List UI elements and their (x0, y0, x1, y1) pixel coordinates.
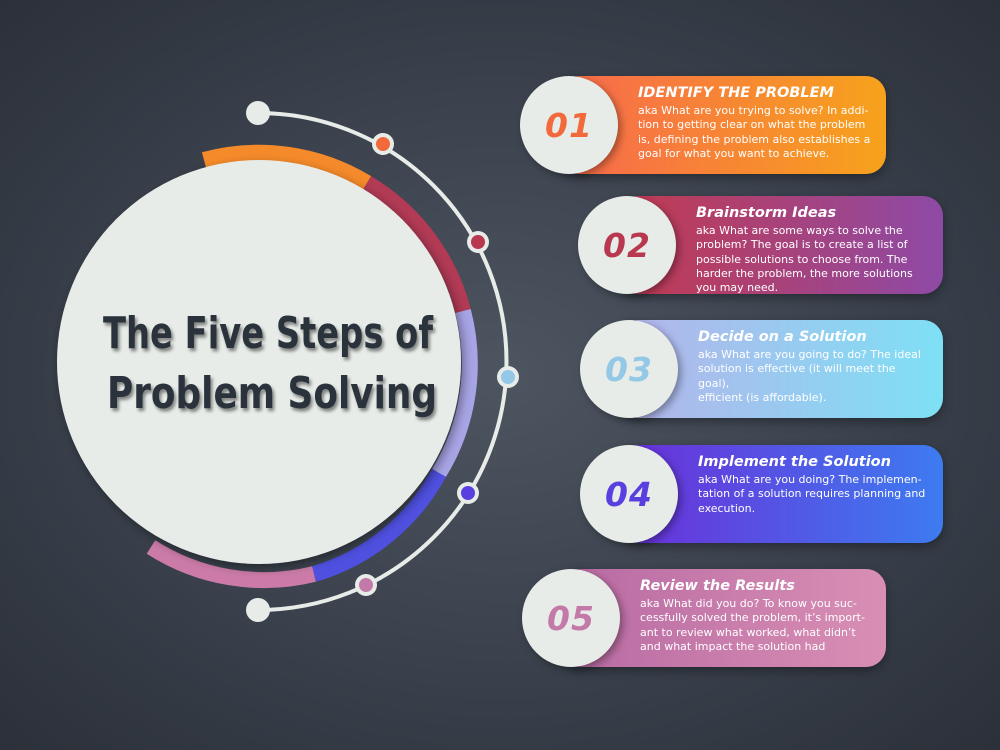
step-number-badge: 02 (578, 196, 676, 294)
step-title: Review the Results (640, 578, 795, 594)
step-description-line: harder the problem, the more solutions (696, 266, 913, 280)
step-title: Decide on a Solution (698, 329, 867, 345)
step-description-line: aka What are you doing? The implemen- (698, 473, 922, 486)
step-description-line: possible solutions to choose from. The (696, 252, 908, 266)
step-number-badge: 01 (520, 76, 618, 174)
step-marker-dot (376, 137, 390, 151)
step-number-badge: 04 (580, 445, 678, 543)
step-title: IDENTIFY THE PROBLEM (638, 85, 834, 101)
title-line-2: Problem Solving (107, 368, 437, 419)
step-card-text: Implement the Solution aka What are you d… (698, 453, 929, 516)
step-description: aka What are you doing? The implemen-tat… (698, 473, 929, 516)
step-description-line: aka What are some ways to solve the (696, 224, 903, 237)
step-description-line: aka What are you going to do? The ideal (698, 348, 921, 361)
step-number-badge: 05 (522, 569, 620, 667)
step-marker-2 (467, 231, 489, 253)
step-marker-dot (501, 370, 515, 384)
step-description-line: you may need. (696, 281, 779, 295)
step-title: Implement the Solution (698, 454, 891, 470)
step-marker-5 (355, 574, 377, 596)
step-description-line: and what impact the solution had (640, 639, 826, 653)
ring-segment-5 (146, 540, 316, 589)
step-description-line: cessfully solved the problem, it’s impor… (640, 611, 865, 625)
step-description-line: tation of a solution requires planning a… (698, 487, 926, 501)
step-description-line: solution is effective (it will meet the … (698, 362, 896, 390)
step-description-line: efficient (is affordable). (698, 390, 827, 404)
step-description-line: goal for what you want to achieve. (638, 146, 830, 160)
step-number-badge: 03 (580, 320, 678, 418)
step-card-1: IDENTIFY THE PROBLEM aka What are you try… (560, 76, 886, 174)
step-description-line: problem? The goal is to create a list of (696, 238, 908, 252)
step-card-text: IDENTIFY THE PROBLEM aka What are you try… (638, 84, 872, 161)
ring-segment-3 (432, 308, 478, 478)
ring-segment-2 (362, 176, 471, 314)
main-circle (57, 160, 461, 564)
step-description-line: execution. (698, 501, 756, 515)
step-marker-4 (457, 482, 479, 504)
step-description-line: aka What are you trying to solve? In add… (638, 104, 869, 117)
ring-segment-1 (201, 144, 372, 190)
step-description: aka What did you do? To know you suc-ces… (640, 597, 872, 654)
step-marker-dot (359, 578, 373, 592)
step-title: Brainstorm Ideas (696, 205, 837, 221)
track-start-dot (246, 101, 270, 125)
step-marker-dot (461, 486, 475, 500)
progress-ring (146, 144, 478, 589)
step-card-text: Brainstorm Ideas aka What are some ways t… (696, 204, 929, 295)
title-line-1: The Five Steps of (103, 308, 434, 359)
step-card-text: Decide on a Solution aka What are you goi… (698, 328, 929, 405)
step-description: aka What are you trying to solve? In add… (638, 104, 872, 161)
step-description-line: aka What did you do? To know you suc- (640, 597, 857, 610)
step-marker-1 (372, 133, 394, 155)
track-end-dot (246, 598, 270, 622)
step-marker-3 (497, 366, 519, 388)
step-description-line: is, defining the problem also establishe… (638, 132, 871, 146)
ring-segment-4 (311, 469, 447, 582)
step-marker-dot (471, 235, 485, 249)
diagram-title: The Five Steps of Problem Solving (103, 308, 437, 419)
step-card-text: Review the Results aka What did you do? T… (640, 577, 872, 654)
step-description-line: ant to review what worked, what didn’t (640, 625, 856, 639)
step-description-line: tion to getting clear on what the proble… (638, 118, 866, 132)
